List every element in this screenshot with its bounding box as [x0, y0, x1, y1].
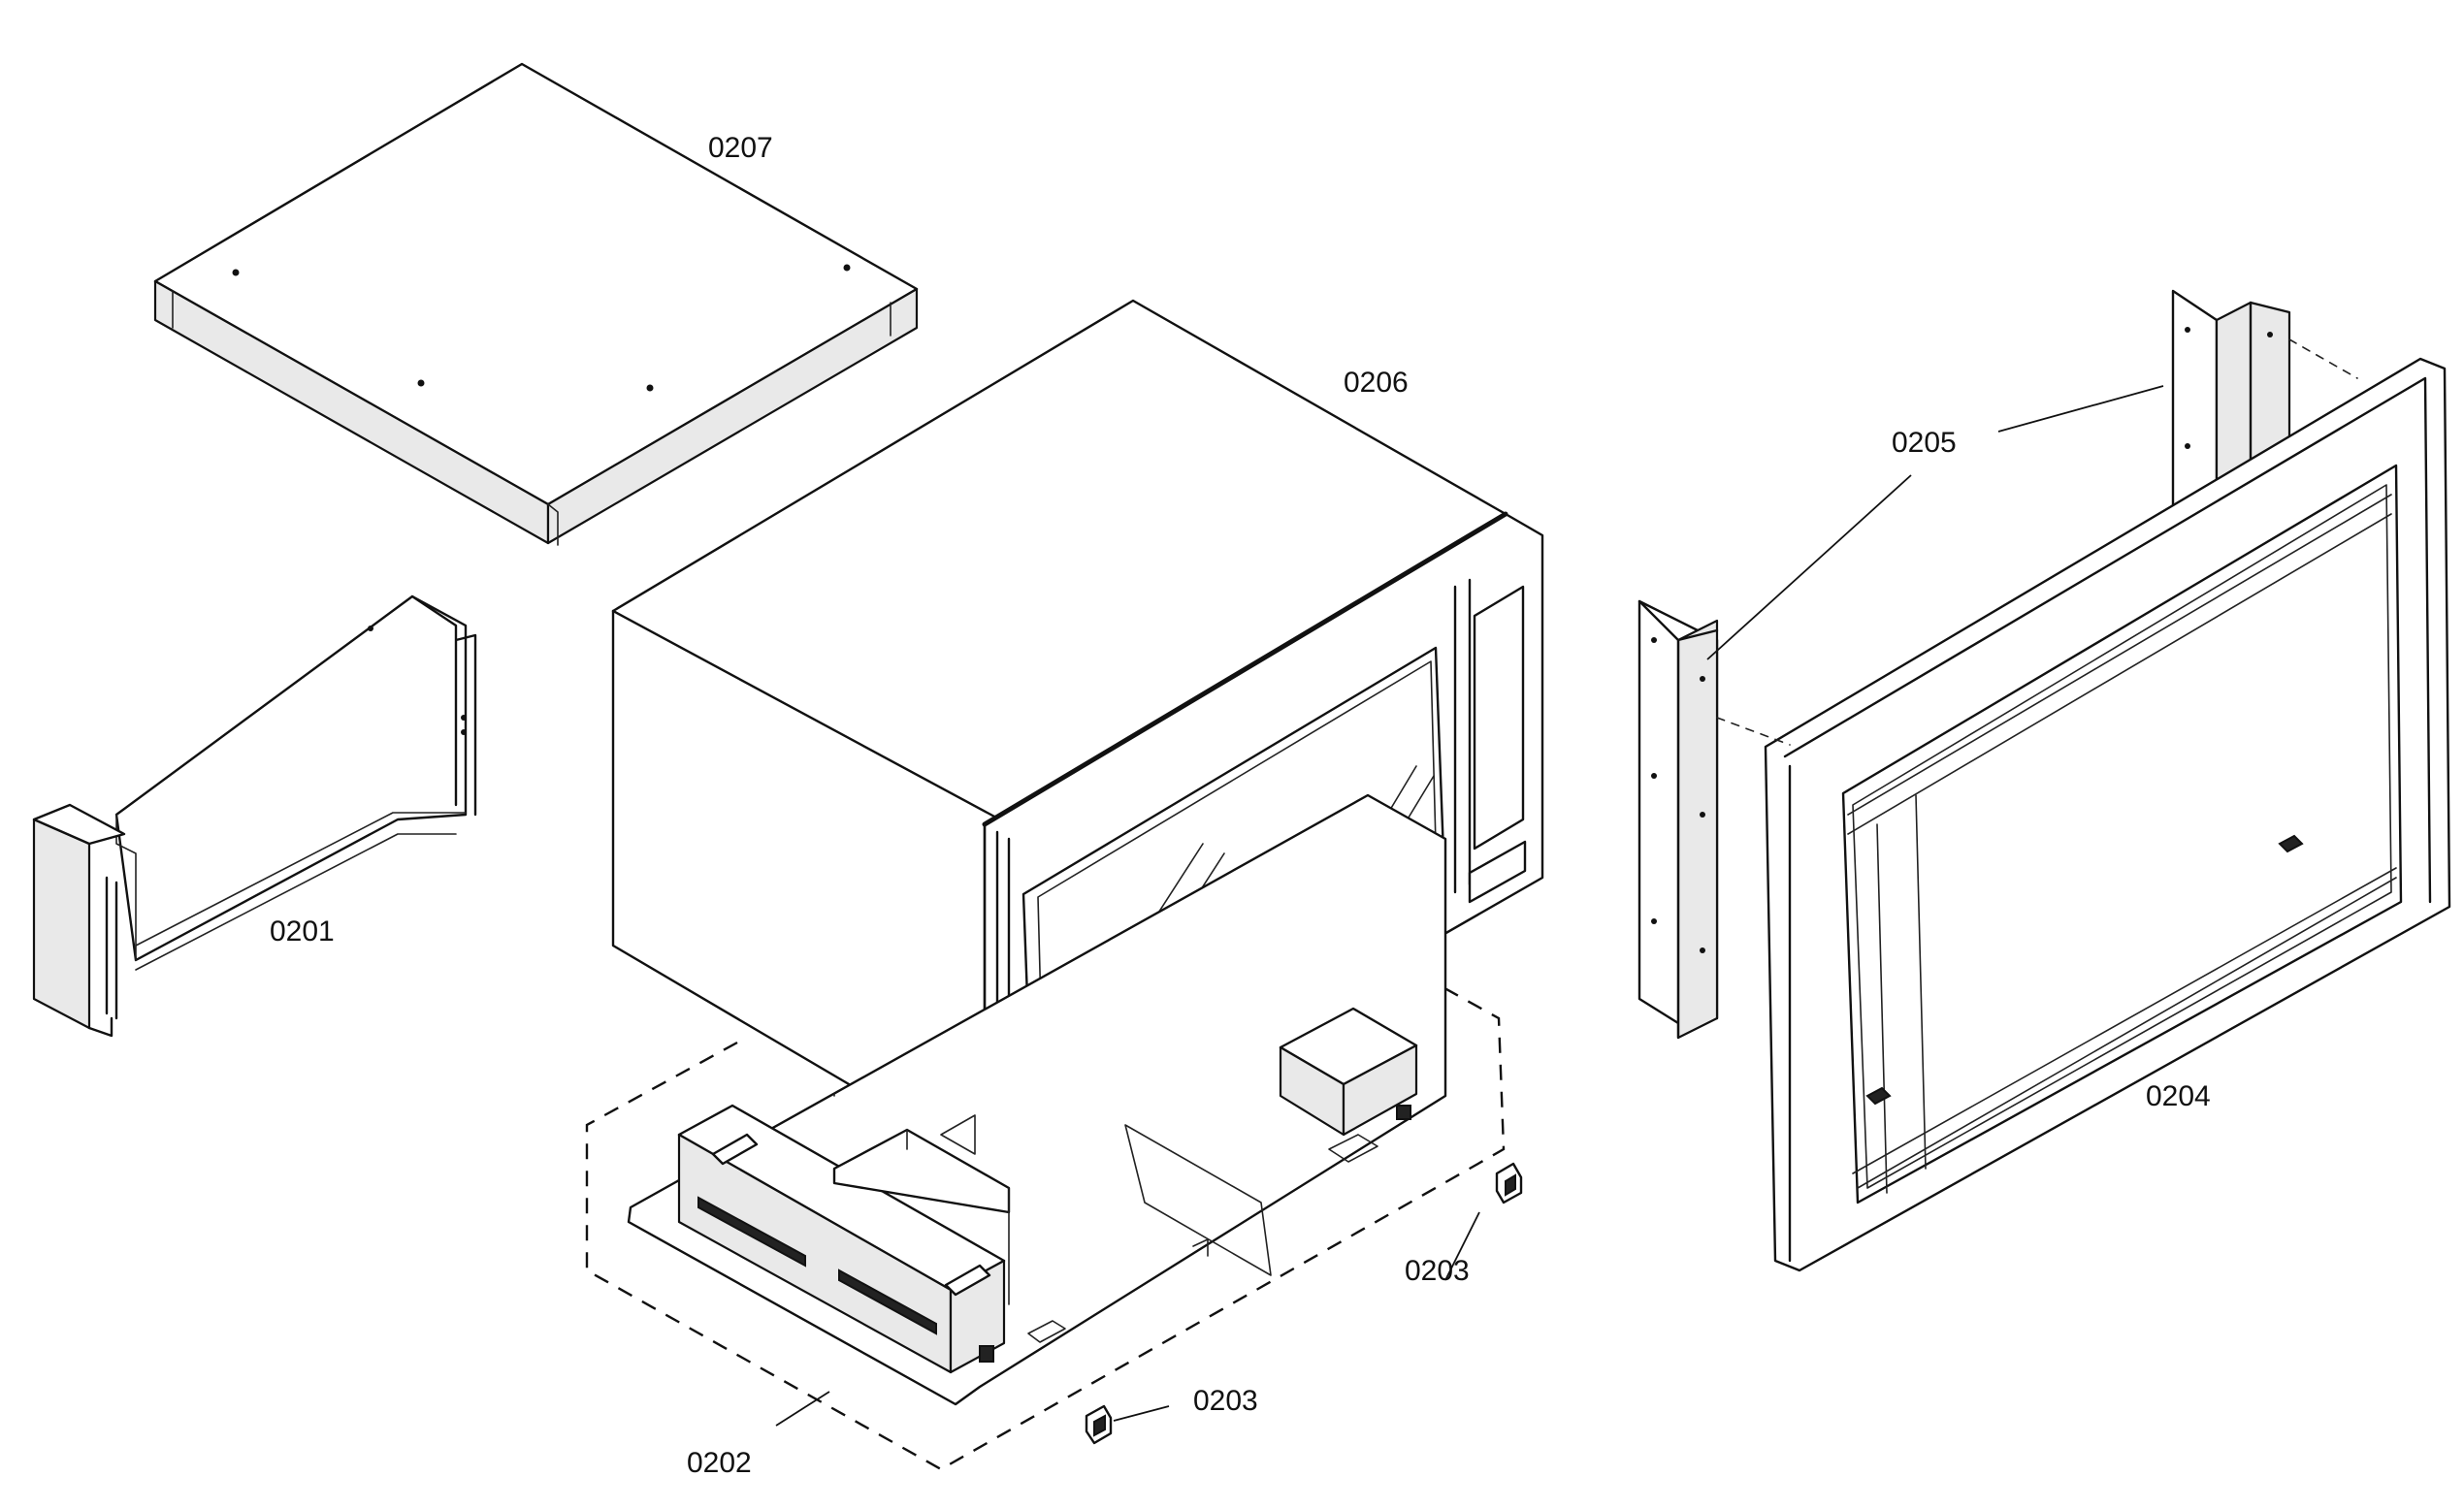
label-0203-right: 0203 — [1405, 1255, 1470, 1287]
label-0206: 0206 — [1344, 367, 1409, 399]
mounting-clip-right-part — [1495, 1162, 1523, 1204]
label-0201: 0201 — [270, 915, 335, 947]
label-0203-bottom: 0203 — [1193, 1385, 1258, 1417]
label-0204: 0204 — [2146, 1080, 2211, 1112]
mounting-base-plate-part — [585, 793, 1506, 1471]
left-side-bracket-part — [32, 594, 477, 1038]
leader-lines — [775, 385, 2164, 1427]
mounting-clip-bottom-part — [1085, 1404, 1113, 1445]
trim-frame-part — [1716, 338, 2451, 1272]
top-cover-part — [153, 62, 919, 546]
label-0205: 0205 — [1892, 427, 1957, 459]
label-0202: 0202 — [687, 1447, 752, 1479]
label-0207: 0207 — [708, 132, 773, 164]
callout-labels: 0207 0206 0201 0202 0203 0203 0204 0205 — [270, 132, 2211, 1479]
